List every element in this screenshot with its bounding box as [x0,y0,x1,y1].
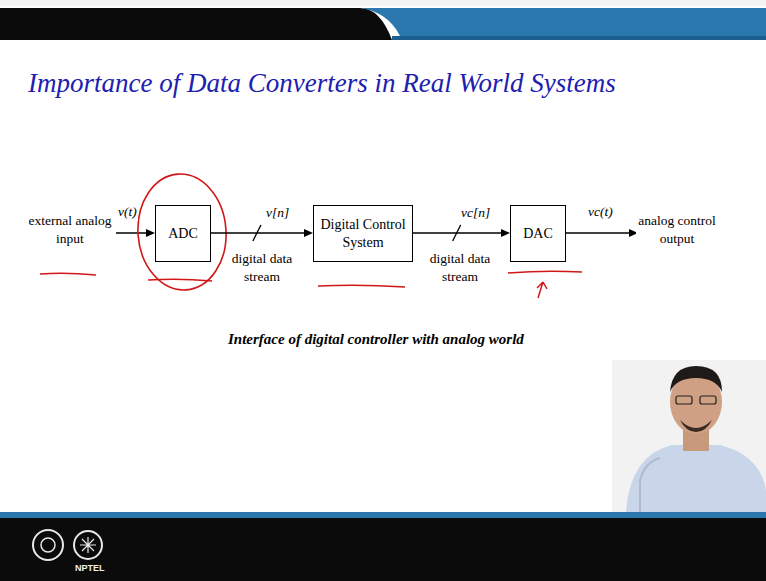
stream-label: digital data stream [424,250,496,286]
bus-signal-name: v[n] [264,205,291,221]
input-label: external analog input [24,212,116,248]
box-label: DAC [523,225,553,243]
signal-name: v(t) [117,203,138,221]
data-bus-arrow [211,225,313,241]
process-box: Digital Control System [313,205,413,262]
output-label: analog control output [636,212,718,248]
box-label: Digital Control System [320,216,406,251]
signal-name: vc(t) [587,203,614,221]
slide-title: Importance of Data Converters in Real Wo… [28,68,616,99]
process-box: DAC [510,205,566,262]
figure-caption: Interface of digital controller with ana… [228,331,524,348]
process-box: ADC [155,205,211,262]
stream-label: digital data stream [226,250,298,286]
logo-text: NPTEL [74,562,106,574]
box-label: ADC [168,225,198,243]
data-bus-arrow [413,225,510,241]
bus-signal-name: vc[n] [459,205,492,221]
